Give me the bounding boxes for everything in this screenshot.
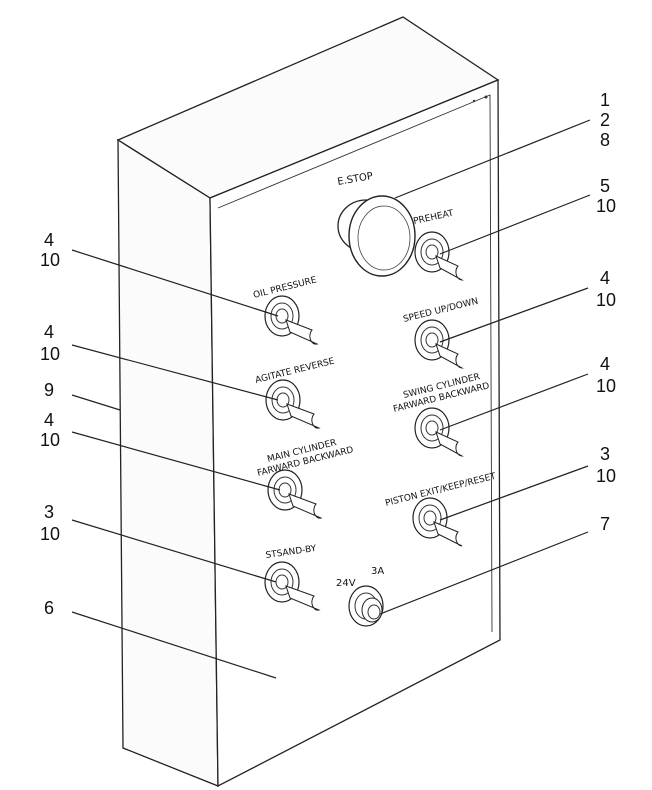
callout-6: 6 bbox=[44, 598, 54, 618]
fuse-holder[interactable] bbox=[348, 585, 384, 627]
callout-2: 2 bbox=[600, 110, 610, 130]
callout-4: 4 bbox=[600, 354, 610, 374]
toggle-switch-swing-cylinder[interactable] bbox=[414, 407, 463, 457]
callout-10: 10 bbox=[596, 290, 616, 310]
emergency-stop-button[interactable] bbox=[337, 195, 416, 277]
front-panel bbox=[209, 79, 501, 788]
label-amperage: 3A bbox=[371, 566, 384, 577]
callout-10: 10 bbox=[40, 524, 60, 544]
label-voltage: 24V bbox=[336, 578, 356, 589]
callout-10: 10 bbox=[40, 250, 60, 270]
callout-9: 9 bbox=[44, 380, 54, 400]
callout-3: 3 bbox=[44, 502, 54, 522]
panel-inner-edge bbox=[217, 94, 493, 633]
toggle-switch-oil-pressure[interactable] bbox=[264, 295, 319, 345]
leader-lines bbox=[71, 119, 591, 679]
callout-7: 7 bbox=[600, 514, 610, 534]
enclosure-side bbox=[117, 138, 219, 787]
callout-4: 4 bbox=[600, 268, 610, 288]
callout-10: 10 bbox=[596, 466, 616, 486]
toggle-switch-main-cylinder[interactable] bbox=[267, 469, 323, 519]
mount-dot bbox=[472, 99, 476, 103]
callout-5: 5 bbox=[600, 176, 610, 196]
mount-dot bbox=[484, 95, 488, 99]
toggle-switch-speed-up-down[interactable] bbox=[414, 319, 463, 369]
callout-10: 10 bbox=[596, 196, 616, 216]
toggle-switch-standby[interactable] bbox=[264, 561, 321, 611]
callout-10: 10 bbox=[596, 376, 616, 396]
callout-3: 3 bbox=[600, 444, 610, 464]
callout-numbers: 1 2 8 5 10 4 10 4 10 3 10 7 4 10 4 10 9 … bbox=[40, 90, 616, 618]
toggle-switch-piston[interactable] bbox=[412, 497, 463, 547]
callout-10: 10 bbox=[40, 344, 60, 364]
callout-4: 4 bbox=[44, 322, 54, 342]
toggle-switch-preheat[interactable] bbox=[414, 231, 463, 281]
callout-4: 4 bbox=[44, 230, 54, 250]
callout-4: 4 bbox=[44, 410, 54, 430]
callout-1: 1 bbox=[600, 90, 610, 110]
callout-8: 8 bbox=[600, 130, 610, 150]
callout-10: 10 bbox=[40, 430, 60, 450]
toggle-switch-agitate-reverse[interactable] bbox=[265, 379, 321, 429]
